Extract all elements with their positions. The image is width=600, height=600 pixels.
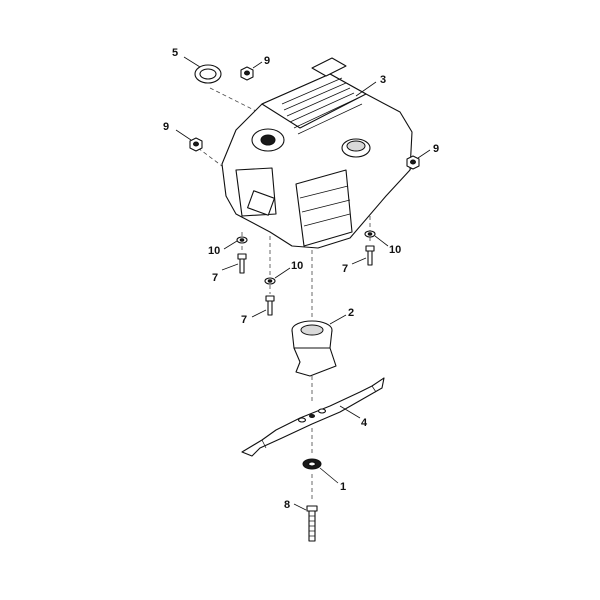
nut-left — [189, 137, 203, 152]
engine-cover-vents — [281, 77, 363, 135]
callout-9-right: 9 — [433, 143, 439, 155]
mower-blade — [241, 377, 385, 457]
callout-10-middle: 10 — [291, 260, 303, 272]
bolt-middle — [265, 295, 275, 316]
gasket-ring — [194, 64, 222, 84]
washer-right — [364, 230, 376, 238]
nut-right — [406, 155, 420, 170]
engine-assembly — [221, 57, 413, 249]
callout-labels: 5 9 3 9 9 10 7 10 7 10 7 2 4 1 8 — [163, 47, 439, 511]
callout-7-right: 7 — [342, 263, 348, 275]
callout-4: 4 — [361, 417, 368, 429]
bolt-left — [237, 253, 247, 274]
callout-10-left: 10 — [208, 245, 220, 257]
callout-5: 5 — [172, 47, 178, 59]
nut-top — [240, 66, 254, 81]
leader-lines — [175, 56, 431, 511]
washer-middle — [264, 277, 276, 285]
washer-left — [236, 236, 248, 244]
blade-bolt — [306, 505, 318, 542]
callout-1: 1 — [340, 481, 346, 493]
blade-adapter — [291, 320, 337, 377]
callout-8: 8 — [284, 499, 290, 511]
callout-7-middle: 7 — [241, 314, 247, 326]
bolt-right — [365, 245, 375, 266]
callout-10-right: 10 — [389, 244, 401, 256]
callout-9-top: 9 — [264, 55, 270, 67]
callout-3: 3 — [380, 74, 386, 86]
callout-9-left: 9 — [163, 121, 169, 133]
blade-washer — [302, 458, 322, 470]
callout-2: 2 — [348, 307, 354, 319]
callout-7-left: 7 — [212, 272, 218, 284]
